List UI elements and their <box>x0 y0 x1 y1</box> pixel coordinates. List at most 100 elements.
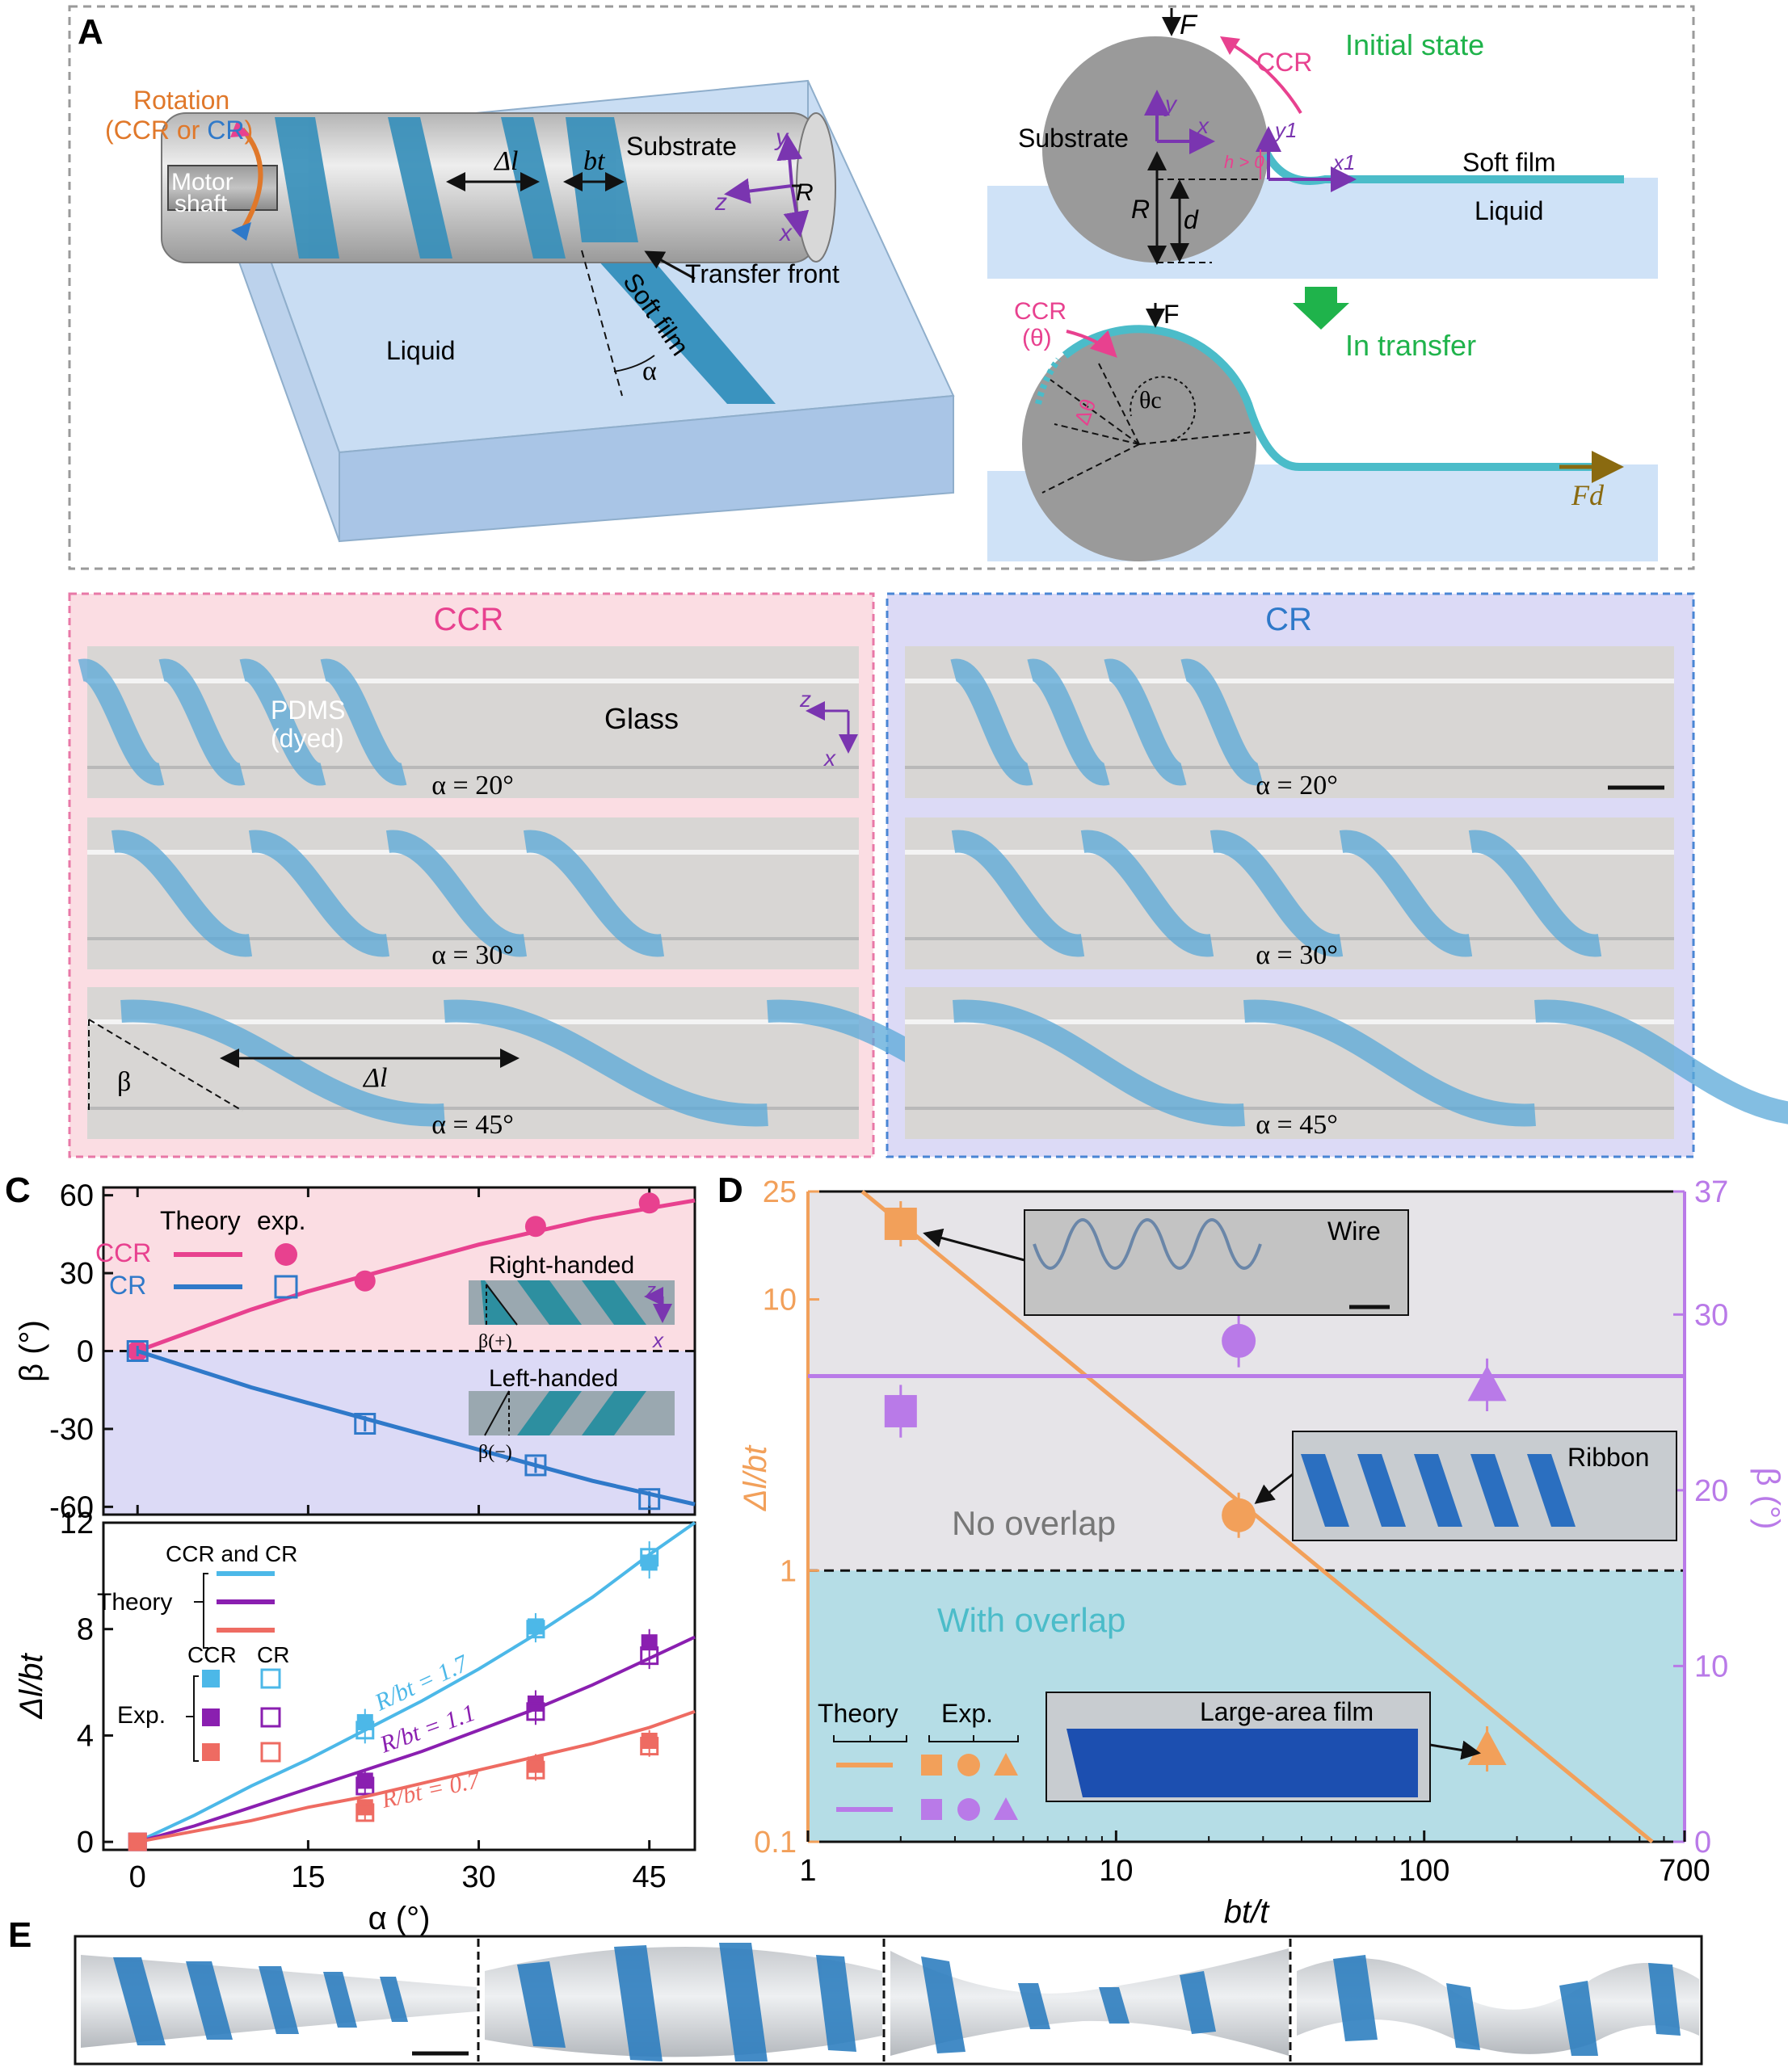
svg-text:Right-handed: Right-handed <box>489 1252 634 1279</box>
svg-text:Δl: Δl <box>362 1063 387 1093</box>
helix-ribbon <box>320 658 407 786</box>
data-point-beta <box>1467 1365 1507 1402</box>
data-point-cr <box>355 1721 375 1740</box>
helix-ribbon <box>1468 830 1602 957</box>
svg-text:Liquid: Liquid <box>1475 196 1543 225</box>
y-tick-label: 10 <box>763 1284 797 1318</box>
photo-tiles <box>78 646 1788 1139</box>
inset-wire: Wire <box>1024 1209 1409 1316</box>
y-tick-label: 12 <box>60 1507 94 1540</box>
panel-b: B CCR CR PDMS (dyed) Glass z x α = 20° α… <box>68 592 1788 1158</box>
data-point <box>638 1192 660 1214</box>
inset-ribbon: Ribbon <box>1292 1431 1677 1541</box>
svg-text:(θ): (θ) <box>1022 325 1052 351</box>
helix-ribbon <box>1243 999 1536 1127</box>
data-point-cr <box>640 1548 659 1567</box>
helix-ribbon <box>385 830 528 957</box>
panel-c-label: C <box>5 1170 31 1210</box>
svg-text:Theory: Theory <box>160 1206 241 1235</box>
panel-a: A Rotation (CCR or CR) <box>68 5 1695 570</box>
transfer-front-label: Transfer front <box>685 259 839 288</box>
panel-e: E <box>8 1915 1703 2066</box>
tube-edge <box>87 766 859 769</box>
y-tick-label: -30 <box>49 1413 94 1447</box>
x-tick-label: 10 <box>1099 1854 1133 1888</box>
svg-text:CCR: CCR <box>187 1642 237 1667</box>
svg-text:Wire: Wire <box>1327 1217 1381 1246</box>
shaped-tube-4 <box>1297 1955 1699 2056</box>
data-point-ccr <box>356 1799 373 1816</box>
svg-text:Large-area film: Large-area film <box>1200 1697 1374 1726</box>
svg-text:α = 20°: α = 20° <box>431 771 514 801</box>
theory-line <box>137 1349 696 1507</box>
theory-line <box>137 1198 696 1353</box>
svg-text:y: y <box>1163 91 1178 116</box>
substrate-label: Substrate <box>626 132 737 161</box>
svg-text:β(−): β(−) <box>478 1442 512 1463</box>
svg-text:y1: y1 <box>1273 118 1297 142</box>
y-right-tick-label: 37 <box>1694 1175 1728 1209</box>
x-axis-label: α (°) <box>368 1901 431 1936</box>
helix-ribbon <box>1339 830 1473 957</box>
data-point-cr <box>128 1832 147 1851</box>
data-point-ccr <box>129 1834 146 1851</box>
svg-text:x: x <box>651 1328 664 1352</box>
soft-film-strip <box>582 242 776 404</box>
photo-tile <box>87 646 859 798</box>
data-point-ccr <box>641 1733 658 1749</box>
svg-text:CCR: CCR <box>95 1238 151 1267</box>
helix-ribbon <box>158 658 246 786</box>
helix-ribbon <box>239 658 326 786</box>
svg-text:d: d <box>1184 205 1199 234</box>
theory-line <box>137 1709 696 1844</box>
svg-text:z: z <box>714 189 727 216</box>
y-tick-label: 25 <box>763 1175 797 1209</box>
svg-text:Soft film: Soft film <box>1462 148 1556 177</box>
y-tick-label: 0.1 <box>754 1826 797 1860</box>
y-right-tick-label: 10 <box>1694 1650 1728 1683</box>
svg-text:Fd: Fd <box>1571 479 1605 511</box>
rotation-label: Rotation <box>133 86 229 115</box>
tube-edge <box>87 937 859 940</box>
svg-text:No overlap: No overlap <box>952 1504 1116 1542</box>
data-point-cr <box>640 1646 659 1666</box>
panel-d-label: D <box>717 1170 743 1210</box>
glass-label: Glass <box>604 702 679 735</box>
shaped-tube-1 <box>81 1955 477 2056</box>
helix-ribbon <box>444 999 768 1127</box>
svg-text:CCR and CR: CCR and CR <box>166 1541 297 1566</box>
svg-text:θc: θc <box>1139 387 1162 414</box>
svg-text:x: x <box>1196 113 1210 138</box>
tube-edge <box>905 937 1674 940</box>
svg-text:Theory: Theory <box>818 1699 898 1728</box>
data-point-ccr <box>641 1554 658 1571</box>
y-tick-label: -60 <box>49 1490 94 1524</box>
svg-text:R/bt = 0.7: R/bt = 0.7 <box>379 1767 484 1814</box>
shaped-tube-3 <box>890 1948 1289 2056</box>
svg-text:CR: CR <box>257 1642 289 1667</box>
in-transfer-diagram: F CCR (θ) Δθ θc Fd <box>987 298 1658 561</box>
svg-text:Exp.: Exp. <box>117 1702 166 1729</box>
helix-ribbon <box>1210 830 1344 957</box>
data-point <box>524 1216 546 1238</box>
y-tick-label: 8 <box>77 1613 94 1647</box>
data-point-cr <box>526 1702 545 1721</box>
bt-label: bt <box>583 146 606 176</box>
tube-edge <box>905 766 1674 769</box>
data-point <box>354 1413 377 1435</box>
svg-text:R: R <box>1131 195 1150 224</box>
svg-text:Left-handed: Left-handed <box>489 1365 618 1392</box>
svg-text:h > 0: h > 0 <box>1224 152 1264 172</box>
svg-text:Ribbon: Ribbon <box>1567 1443 1649 1472</box>
x-tick-label: 1 <box>799 1854 816 1888</box>
plot-frame <box>102 1521 696 1851</box>
svg-text:CCR: CCR <box>1256 48 1312 77</box>
tube-highlight <box>905 850 1674 855</box>
data-point-beta <box>884 1394 917 1427</box>
y-axis-label: β (°) <box>14 1320 49 1382</box>
svg-text:x: x <box>822 746 836 771</box>
initial-state-diagram: F CCR Initial state Substrate y x y1 x1 … <box>987 8 1658 279</box>
svg-text:R: R <box>796 179 814 206</box>
